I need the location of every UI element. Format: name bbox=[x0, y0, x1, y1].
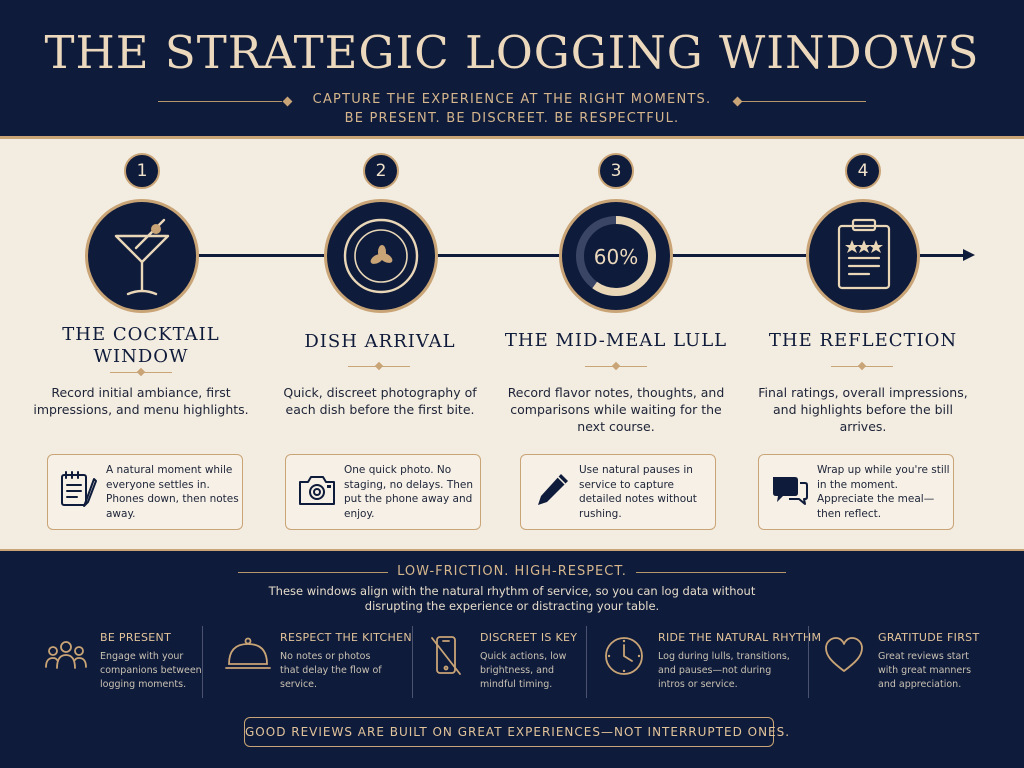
low-friction-heading: LOW-FRICTION. HIGH-RESPECT. bbox=[397, 564, 627, 579]
camera-icon bbox=[299, 476, 335, 505]
principles-section bbox=[0, 551, 1024, 768]
step-circle-3: 60% bbox=[559, 199, 673, 313]
chat-bubbles-icon bbox=[773, 477, 808, 505]
step-title-3: THE MID-MEAL LULL bbox=[504, 330, 728, 351]
step-tip-text-1: A natural moment while everyone settles … bbox=[106, 464, 239, 520]
principle-text: Great reviews start with great manners a… bbox=[878, 651, 972, 690]
subtitle-line-1: CAPTURE THE EXPERIENCE AT THE RIGHT MOME… bbox=[312, 92, 712, 107]
step-tip-text-3: Use natural pauses in service to capture… bbox=[579, 464, 697, 520]
pen-icon bbox=[538, 474, 568, 505]
step-description-2: Quick, discreet photography of each dish… bbox=[283, 385, 477, 417]
clipboard-stars-icon bbox=[837, 218, 891, 290]
plate-icon bbox=[343, 218, 419, 294]
step-tip-text-4: Wrap up while you're still in the moment… bbox=[817, 464, 950, 520]
step-number-1: 1 bbox=[124, 153, 160, 189]
subtitle-rule-left bbox=[158, 101, 282, 102]
step-title-2: DISH ARRIVAL bbox=[304, 331, 456, 352]
principle-title: GRATITUDE FIRST bbox=[878, 631, 980, 644]
principle-text: No notes or photos that delay the flow o… bbox=[280, 651, 382, 690]
subtitle-line-2: BE PRESENT. BE DISCREET. BE RESPECTFUL. bbox=[344, 111, 680, 126]
progress-arc bbox=[576, 216, 656, 296]
notepad-pen-icon bbox=[61, 471, 97, 507]
steps-section-rule bbox=[0, 549, 1024, 551]
timeline-arrow-icon bbox=[963, 249, 975, 261]
no-phone-icon bbox=[431, 636, 461, 675]
step-description-3: Record flavor notes, thoughts, and compa… bbox=[507, 385, 725, 434]
principle-respect-kitchen: RESPECT THE KITCHEN No notes or photos t… bbox=[224, 624, 412, 698]
step-circle-2 bbox=[324, 199, 438, 313]
principle-title: BE PRESENT bbox=[100, 631, 172, 644]
step-description-4: Final ratings, overall impressions, and … bbox=[758, 385, 968, 434]
step-title-4: THE REFLECTION bbox=[768, 330, 958, 351]
progress-ring-icon: 60% bbox=[576, 216, 656, 296]
step-tip-2: One quick photo. No staging, no delays. … bbox=[285, 454, 481, 530]
people-icon bbox=[45, 641, 87, 669]
martini-glass-icon bbox=[114, 218, 170, 296]
principle-discreet: DISCREET IS KEY Quick actions, low brigh… bbox=[424, 624, 577, 698]
heart-icon bbox=[825, 637, 863, 672]
footer-banner: GOOD REVIEWS ARE BUILT ON GREAT EXPERIEN… bbox=[244, 717, 789, 747]
principle-text: Quick actions, low brightness, and mindf… bbox=[480, 651, 567, 690]
step-number-3: 3 bbox=[598, 153, 634, 189]
principle-text: Engage with your companions between logg… bbox=[100, 651, 202, 690]
page-subtitle: CAPTURE THE EXPERIENCE AT THE RIGHT MOME… bbox=[262, 90, 762, 128]
principle-title: RESPECT THE KITCHEN bbox=[280, 631, 412, 644]
principle-divider bbox=[808, 626, 809, 698]
cloche-icon bbox=[225, 637, 271, 669]
step-circle-4 bbox=[806, 199, 920, 313]
principle-be-present: BE PRESENT Engage with your companions b… bbox=[44, 624, 202, 698]
low-friction-rule-left bbox=[238, 572, 388, 573]
step-description-1: Record initial ambiance, first impressio… bbox=[33, 385, 249, 417]
step-number-4: 4 bbox=[845, 153, 881, 189]
step-tip-text-2: One quick photo. No staging, no delays. … bbox=[344, 464, 474, 520]
step-tip-3: Use natural pauses in service to capture… bbox=[520, 454, 716, 530]
subtitle-rule-right bbox=[742, 101, 866, 102]
step-title-1: THE COCKTAIL WINDOW bbox=[21, 324, 261, 368]
principle-text: Log during lulls, transitions, and pause… bbox=[658, 651, 790, 690]
principle-natural-rhythm: RIDE THE NATURAL RHYTHM Log during lulls… bbox=[602, 624, 822, 698]
page-title: THE STRATEGIC LOGGING WINDOWS bbox=[44, 26, 980, 79]
clock-icon bbox=[605, 637, 643, 675]
header-gold-rule bbox=[0, 136, 1024, 139]
low-friction-rule-right bbox=[636, 572, 786, 573]
step-title-1-line-1: THE COCKTAIL bbox=[62, 324, 220, 345]
step-tip-1: A natural moment while everyone settles … bbox=[47, 454, 243, 530]
step-title-1-line-2: WINDOW bbox=[93, 346, 189, 367]
header-band bbox=[0, 0, 1024, 138]
principle-title: DISCREET IS KEY bbox=[480, 631, 578, 644]
principle-gratitude: GRATITUDE FIRST Great reviews start with… bbox=[822, 624, 1002, 698]
step-number-2: 2 bbox=[363, 153, 399, 189]
step-circle-1 bbox=[85, 199, 199, 313]
step-tip-4: Wrap up while you're still in the moment… bbox=[758, 454, 954, 530]
principle-divider bbox=[202, 626, 203, 698]
progress-label: 60% bbox=[594, 245, 638, 269]
principle-title: RIDE THE NATURAL RHYTHM bbox=[658, 631, 822, 644]
principle-divider bbox=[412, 626, 413, 698]
low-friction-description: These windows align with the natural rhy… bbox=[268, 584, 756, 613]
principle-divider bbox=[586, 626, 587, 698]
